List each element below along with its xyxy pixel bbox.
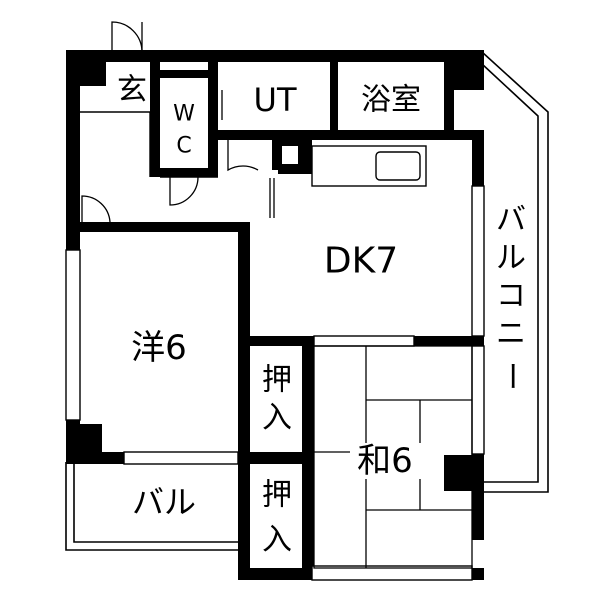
balcony-char: ル (496, 241, 526, 276)
interior-lines (80, 111, 218, 178)
wall-openings (268, 146, 298, 222)
balcony-char: ー (494, 361, 529, 391)
kitchen-counter (311, 145, 427, 187)
label-bath: 浴室 (361, 83, 421, 118)
label-entrance: 玄 (117, 73, 147, 108)
small-balcony-outline (65, 462, 238, 551)
label-utility: UT (254, 81, 297, 119)
label-dining-kitchen: DK7 (324, 241, 398, 282)
balcony-char: コ (496, 279, 526, 314)
balcony-char: バ (496, 203, 526, 238)
label-closet-1-bottom: 入 (262, 401, 292, 436)
windows (65, 185, 485, 581)
label-western-room: 洋6 (131, 328, 187, 368)
balcony-char: ニ (496, 317, 526, 352)
japanese-room-label-bg (352, 443, 422, 479)
label-japanese-room: 和6 (357, 441, 413, 481)
label-wc-top: W (173, 102, 195, 127)
balcony-label: バ ル コ ニ ー (494, 203, 529, 392)
label-closet-2-bottom: 入 (262, 523, 292, 558)
label-closet-1-top: 押 (262, 363, 292, 398)
label-closet-2-top: 押 (262, 478, 292, 513)
label-wc-bottom: C (176, 134, 191, 159)
doors (81, 21, 335, 548)
label-small-balcony: バル (132, 483, 196, 521)
balcony-outline (481, 51, 549, 493)
